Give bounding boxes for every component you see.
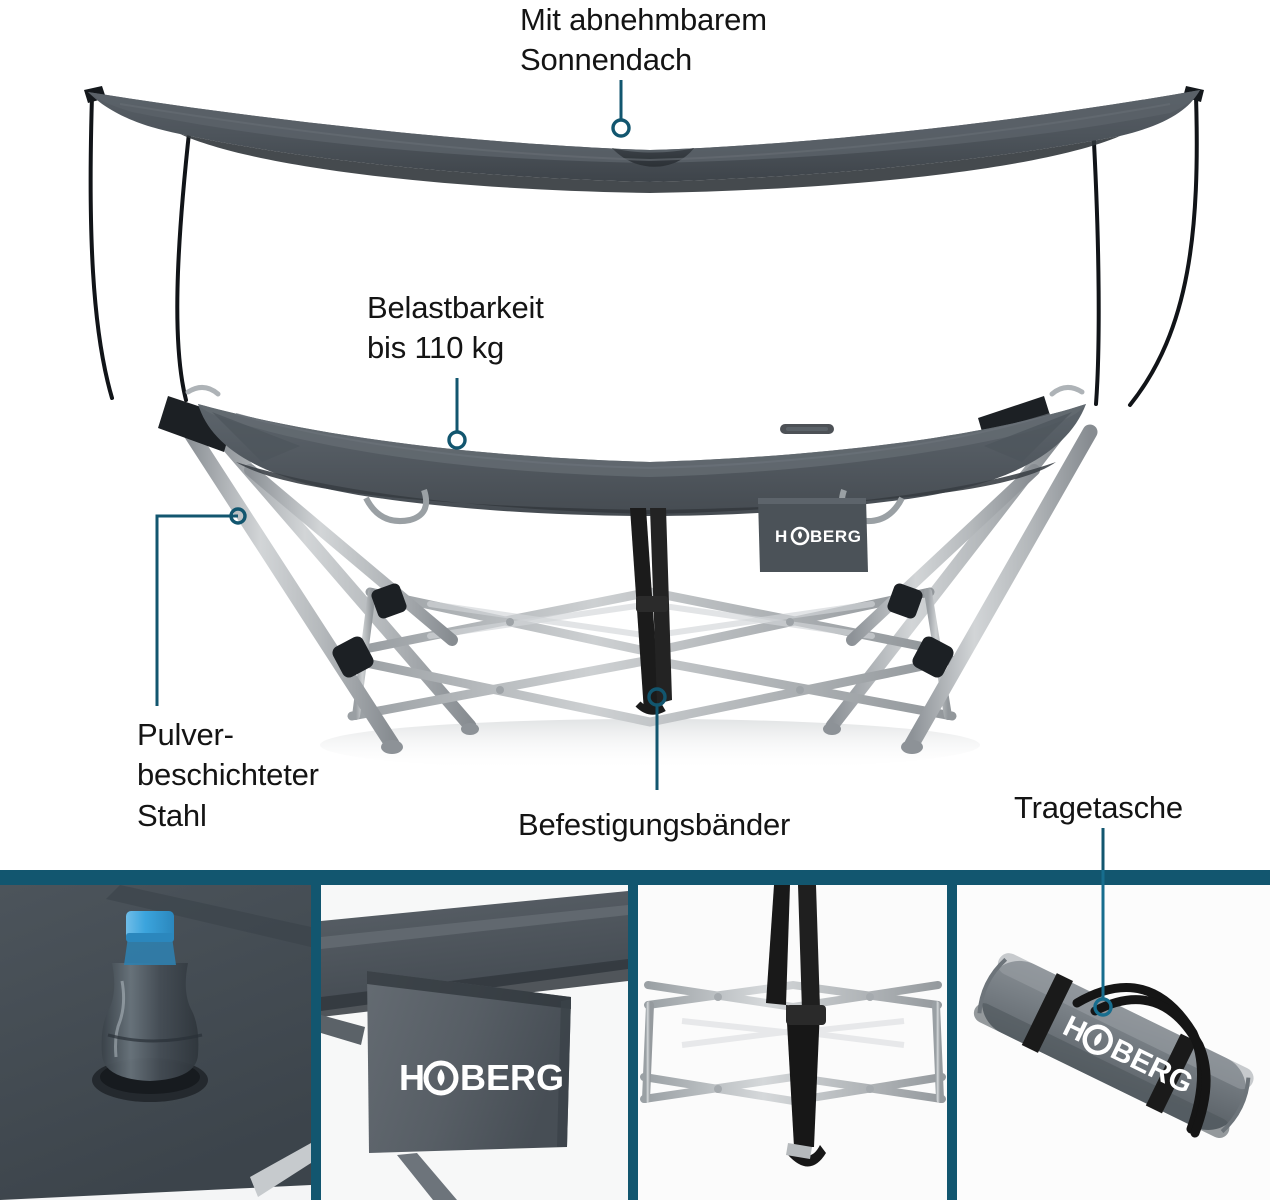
svg-text:H: H: [775, 527, 788, 546]
callout-label-fastening-straps: Befestigungsbänder: [518, 807, 791, 842]
photo-panel-scissor-frame[interactable]: [638, 885, 947, 1200]
photo-panel-side-pocket[interactable]: H BERG: [321, 885, 628, 1200]
photo-strip: H BERG: [0, 877, 1270, 1200]
svg-text:BERG: BERG: [810, 527, 862, 546]
photo-panel-carry-bag[interactable]: H BERG: [957, 885, 1270, 1200]
fastening-straps: [630, 508, 672, 715]
canopy-hooks: [185, 385, 1085, 397]
hoberg-wordmark-patch: H BERG: [775, 526, 862, 546]
steel-frame-front: [182, 424, 1098, 752]
carry-handle: [1072, 983, 1211, 1138]
svg-text:BERG: BERG: [460, 1057, 564, 1098]
svg-text:H: H: [399, 1057, 425, 1098]
callout-label-powder-coated-steel: Pulver- beschichteter Stahl: [137, 717, 319, 833]
callout-label-carry-bag: Tragetasche: [1014, 790, 1183, 825]
hoberg-wordmark-pocket: H BERG: [399, 1057, 564, 1098]
frame-foot-caps: [381, 723, 923, 754]
hammock-bed: [198, 404, 1086, 516]
callout-label-canopy: Mit abnehmbarem Sonnendach: [520, 2, 767, 78]
scissor-frame-image: [638, 885, 947, 1200]
ground-shadow: [320, 719, 980, 771]
sun-canopy: [88, 90, 1200, 193]
carry-bag-image: H BERG: [957, 885, 1270, 1200]
photo-panel-cupholder[interactable]: [0, 885, 311, 1200]
strap-buckle-photo: [786, 1005, 826, 1025]
logo-patch: H BERG: [758, 498, 868, 572]
bed-slot: [780, 424, 834, 434]
strap-buckle: [636, 596, 668, 612]
side-pocket-image: H BERG: [321, 885, 628, 1200]
callout-label-load-capacity: Belastbarkeit bis 110 kg: [367, 290, 544, 366]
photo-strip-top-border: [0, 870, 1270, 878]
canopy-support-rods: [88, 94, 1199, 407]
cupholder-image: [0, 885, 311, 1200]
product-illustration: H BERG: [84, 86, 1204, 771]
